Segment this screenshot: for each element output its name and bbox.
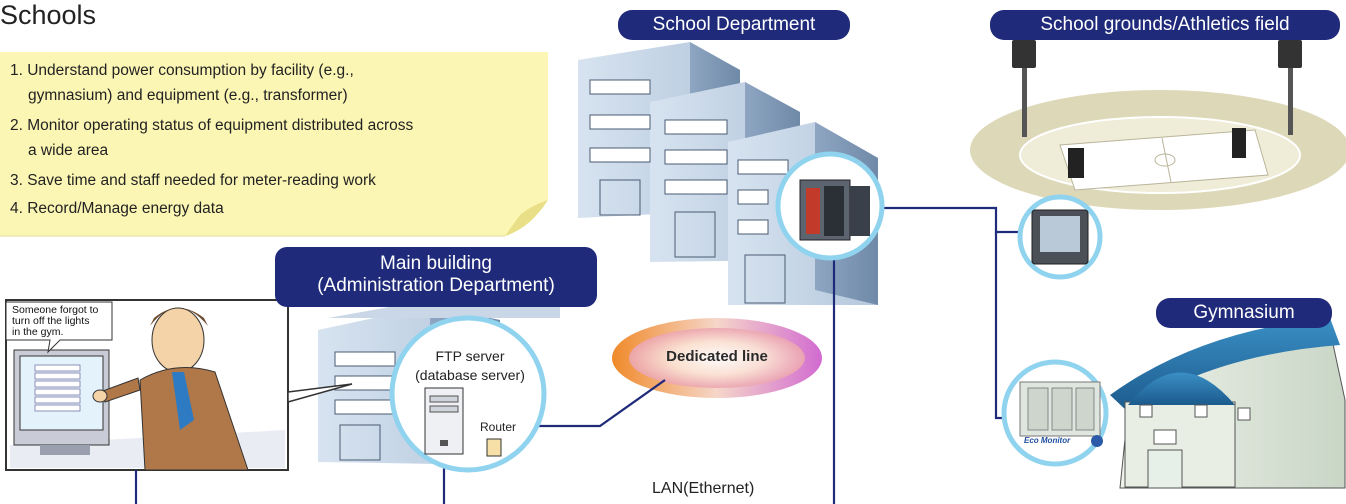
ftp-line2: (database server) [415, 367, 525, 383]
bubble-line-1: Someone forgot to [12, 304, 99, 316]
note-item-4: 4. Record/Manage energy data [10, 200, 224, 217]
label-main-building: Main building (Administration Department… [275, 247, 597, 307]
note-item-3: 3. Save time and staff needed for meter-… [10, 172, 376, 189]
note-item-2-cont: a wide area [28, 142, 109, 159]
label-school-grounds: School grounds/Athletics field [990, 10, 1340, 40]
note-item-1-cont: gymnasium) and equipment (e.g., transfor… [28, 87, 348, 104]
router-label: Router [480, 420, 517, 434]
label-school-department: School Department [618, 10, 850, 40]
ecomonitor-brand-label: Eco Monitor Pro [1024, 436, 1082, 445]
plc-device [799, 179, 870, 241]
ecomonitor-brand-text: Eco Monitor [1024, 436, 1071, 445]
ftp-server-label: FTP server (database server) [400, 347, 540, 385]
power-meter-device [1031, 209, 1089, 265]
dedicated-line-label: Dedicated line [666, 348, 768, 365]
router-device [486, 438, 502, 457]
ftp-line1: FTP server [435, 348, 505, 364]
note-item-1: 1. Understand power consumption by facil… [10, 62, 354, 79]
office-scene [5, 299, 353, 471]
bubble-line-2: turn off the lights [12, 315, 90, 327]
bubble-line-3: in the gym. [12, 326, 64, 338]
main-building-line2: (Administration Department) [317, 275, 555, 296]
main-building-line1: Main building [380, 253, 492, 274]
lan-label: LAN(Ethernet) [652, 480, 755, 497]
dedicated-line-cloud [612, 318, 822, 398]
gymnasium-building [1110, 318, 1346, 489]
note-item-2: 2. Monitor operating status of equipment… [10, 117, 414, 134]
page-title: Schools [0, 0, 97, 30]
athletics-field [970, 40, 1346, 210]
label-gymnasium: Gymnasium [1156, 298, 1332, 328]
ecomonitor-pro-badge: Pro [1072, 439, 1083, 445]
ecomonitor-device [1019, 381, 1103, 447]
ftp-server-tower [424, 387, 464, 455]
sticky-note [0, 52, 548, 237]
